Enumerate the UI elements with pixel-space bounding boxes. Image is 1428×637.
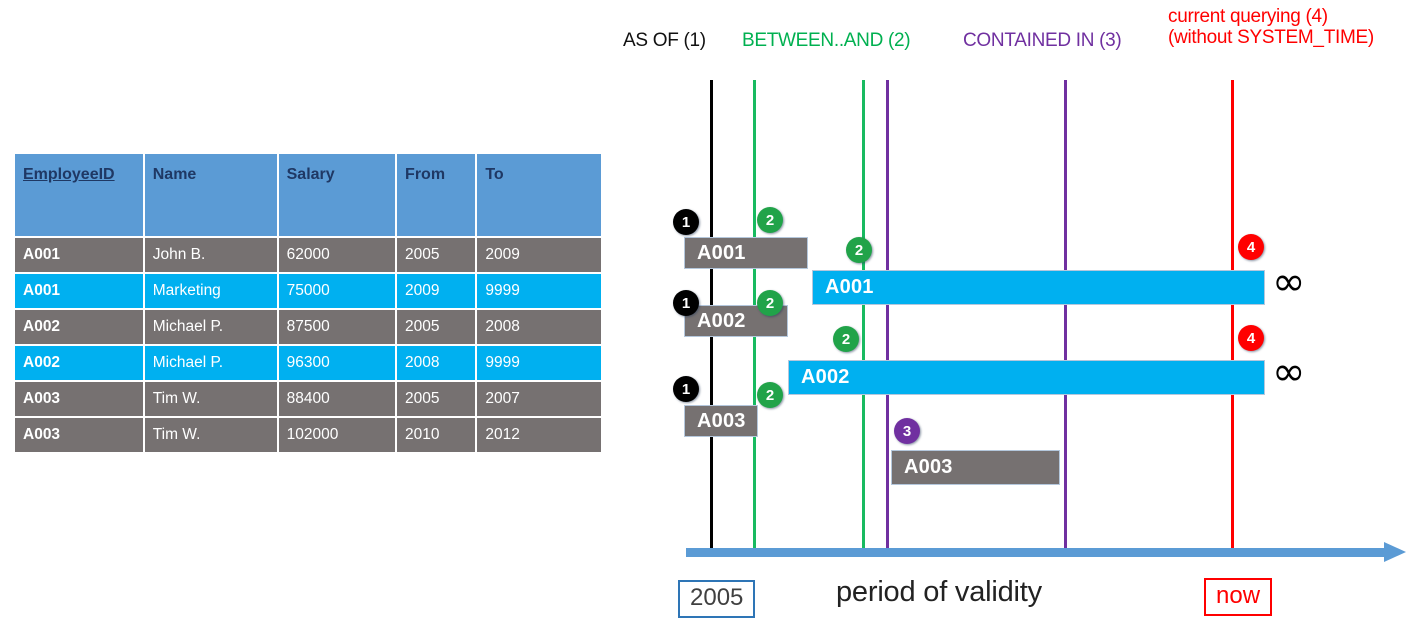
cell-from: 2008 xyxy=(397,346,476,380)
cell-salary: 62000 xyxy=(278,238,396,272)
cell-from: 2009 xyxy=(397,274,476,308)
cell-to: 2012 xyxy=(477,418,601,452)
cell-to: 2007 xyxy=(477,382,601,416)
timeline-arrow-icon xyxy=(1384,542,1406,562)
cell-salary: 96300 xyxy=(278,346,396,380)
infinity-icon: ∞ xyxy=(1272,259,1306,305)
contained-start-line xyxy=(886,80,889,556)
timeline-bar-label: A003 xyxy=(904,456,953,478)
table-row: A003 Tim W. 102000 2010 2012 xyxy=(15,418,601,452)
query-marker-1: 1 xyxy=(673,376,699,402)
column-header-salary: Salary xyxy=(278,154,396,236)
query-marker-2: 2 xyxy=(757,382,783,408)
cell-salary: 88400 xyxy=(278,382,396,416)
table-header: EmployeeID Name Salary From To xyxy=(15,154,601,236)
contained-end-line xyxy=(1064,80,1067,556)
query-marker-2: 2 xyxy=(757,290,783,316)
cell-employeeid: A003 xyxy=(15,382,143,416)
cell-employeeid: A001 xyxy=(15,274,143,308)
cell-employeeid: A002 xyxy=(15,310,143,344)
timeline-bar-a003-5: A003 xyxy=(891,450,1060,485)
cell-employeeid: A003 xyxy=(15,418,143,452)
column-header-name: Name xyxy=(144,154,277,236)
legend-current-querying: current querying (4) (without SYSTEM_TIM… xyxy=(1168,6,1374,49)
cell-name: Michael P. xyxy=(144,310,277,344)
axis-caption: period of validity xyxy=(836,576,1042,608)
cell-salary: 75000 xyxy=(278,274,396,308)
cell-to: 2008 xyxy=(477,310,601,344)
cell-name: Tim W. xyxy=(144,382,277,416)
cell-salary: 87500 xyxy=(278,310,396,344)
timeline-bar-a003-4: A003 xyxy=(684,405,758,437)
timeline-axis xyxy=(686,548,1386,557)
legend-contained-in: CONTAINED IN (3) xyxy=(963,30,1122,51)
legend-current-line1: current querying (4) xyxy=(1168,6,1328,27)
cell-employeeid: A002 xyxy=(15,346,143,380)
timeline-bar-label: A001 xyxy=(825,276,874,298)
cell-employeeid: A001 xyxy=(15,238,143,272)
infinity-icon: ∞ xyxy=(1272,349,1306,395)
query-marker-2: 2 xyxy=(846,237,872,263)
timeline-bar-label: A002 xyxy=(697,309,746,332)
timeline-bar-label: A001 xyxy=(697,241,746,264)
table-row: A001 John B. 62000 2005 2009 xyxy=(15,238,601,272)
cell-from: 2005 xyxy=(397,238,476,272)
column-header-to: To xyxy=(477,154,601,236)
now-line xyxy=(1231,80,1234,556)
table-row: A002 Michael P. 96300 2008 9999 xyxy=(15,346,601,380)
employee-temporal-table: EmployeeID Name Salary From To A001 John… xyxy=(13,152,603,454)
cell-name: Marketing xyxy=(144,274,277,308)
table-row: A001 Marketing 75000 2009 9999 xyxy=(15,274,601,308)
query-marker-1: 1 xyxy=(673,290,699,316)
cell-to: 9999 xyxy=(477,346,601,380)
timeline-bar-a001-1: A001 xyxy=(812,270,1265,305)
timeline-bar-a002-2: A002 xyxy=(684,305,788,337)
query-marker-3: 3 xyxy=(894,418,920,444)
table-body: A001 John B. 62000 2005 2009 A001 Market… xyxy=(15,238,601,452)
axis-now-label: now xyxy=(1204,578,1273,616)
column-header-from: From xyxy=(397,154,476,236)
timeline-bar-a002-3: A002 xyxy=(788,360,1265,395)
legend-as-of: AS OF (1) xyxy=(623,30,706,51)
column-header-employeeid: EmployeeID xyxy=(15,154,143,236)
query-marker-4: 4 xyxy=(1238,234,1264,260)
timeline-bar-a001-0: A001 xyxy=(684,237,808,269)
query-marker-2: 2 xyxy=(833,326,859,352)
legend-current-line2: (without SYSTEM_TIME) xyxy=(1168,27,1374,49)
cell-to: 2009 xyxy=(477,238,601,272)
cell-name: John B. xyxy=(144,238,277,272)
cell-from: 2005 xyxy=(397,310,476,344)
axis-start-label: 2005 xyxy=(678,580,756,618)
cell-salary: 102000 xyxy=(278,418,396,452)
cell-from: 2005 xyxy=(397,382,476,416)
timeline-bar-label: A002 xyxy=(801,366,850,388)
cell-from: 2010 xyxy=(397,418,476,452)
legend-between-and: BETWEEN..AND (2) xyxy=(742,30,911,51)
table-row: A003 Tim W. 88400 2005 2007 xyxy=(15,382,601,416)
cell-name: Tim W. xyxy=(144,418,277,452)
query-marker-4: 4 xyxy=(1238,325,1264,351)
table-header-row: EmployeeID Name Salary From To xyxy=(15,154,601,236)
cell-to: 9999 xyxy=(477,274,601,308)
between-end-line xyxy=(862,80,865,556)
cell-name: Michael P. xyxy=(144,346,277,380)
query-marker-2: 2 xyxy=(757,207,783,233)
timeline-bar-label: A003 xyxy=(697,409,746,432)
query-marker-1: 1 xyxy=(673,209,699,235)
table-row: A002 Michael P. 87500 2005 2008 xyxy=(15,310,601,344)
